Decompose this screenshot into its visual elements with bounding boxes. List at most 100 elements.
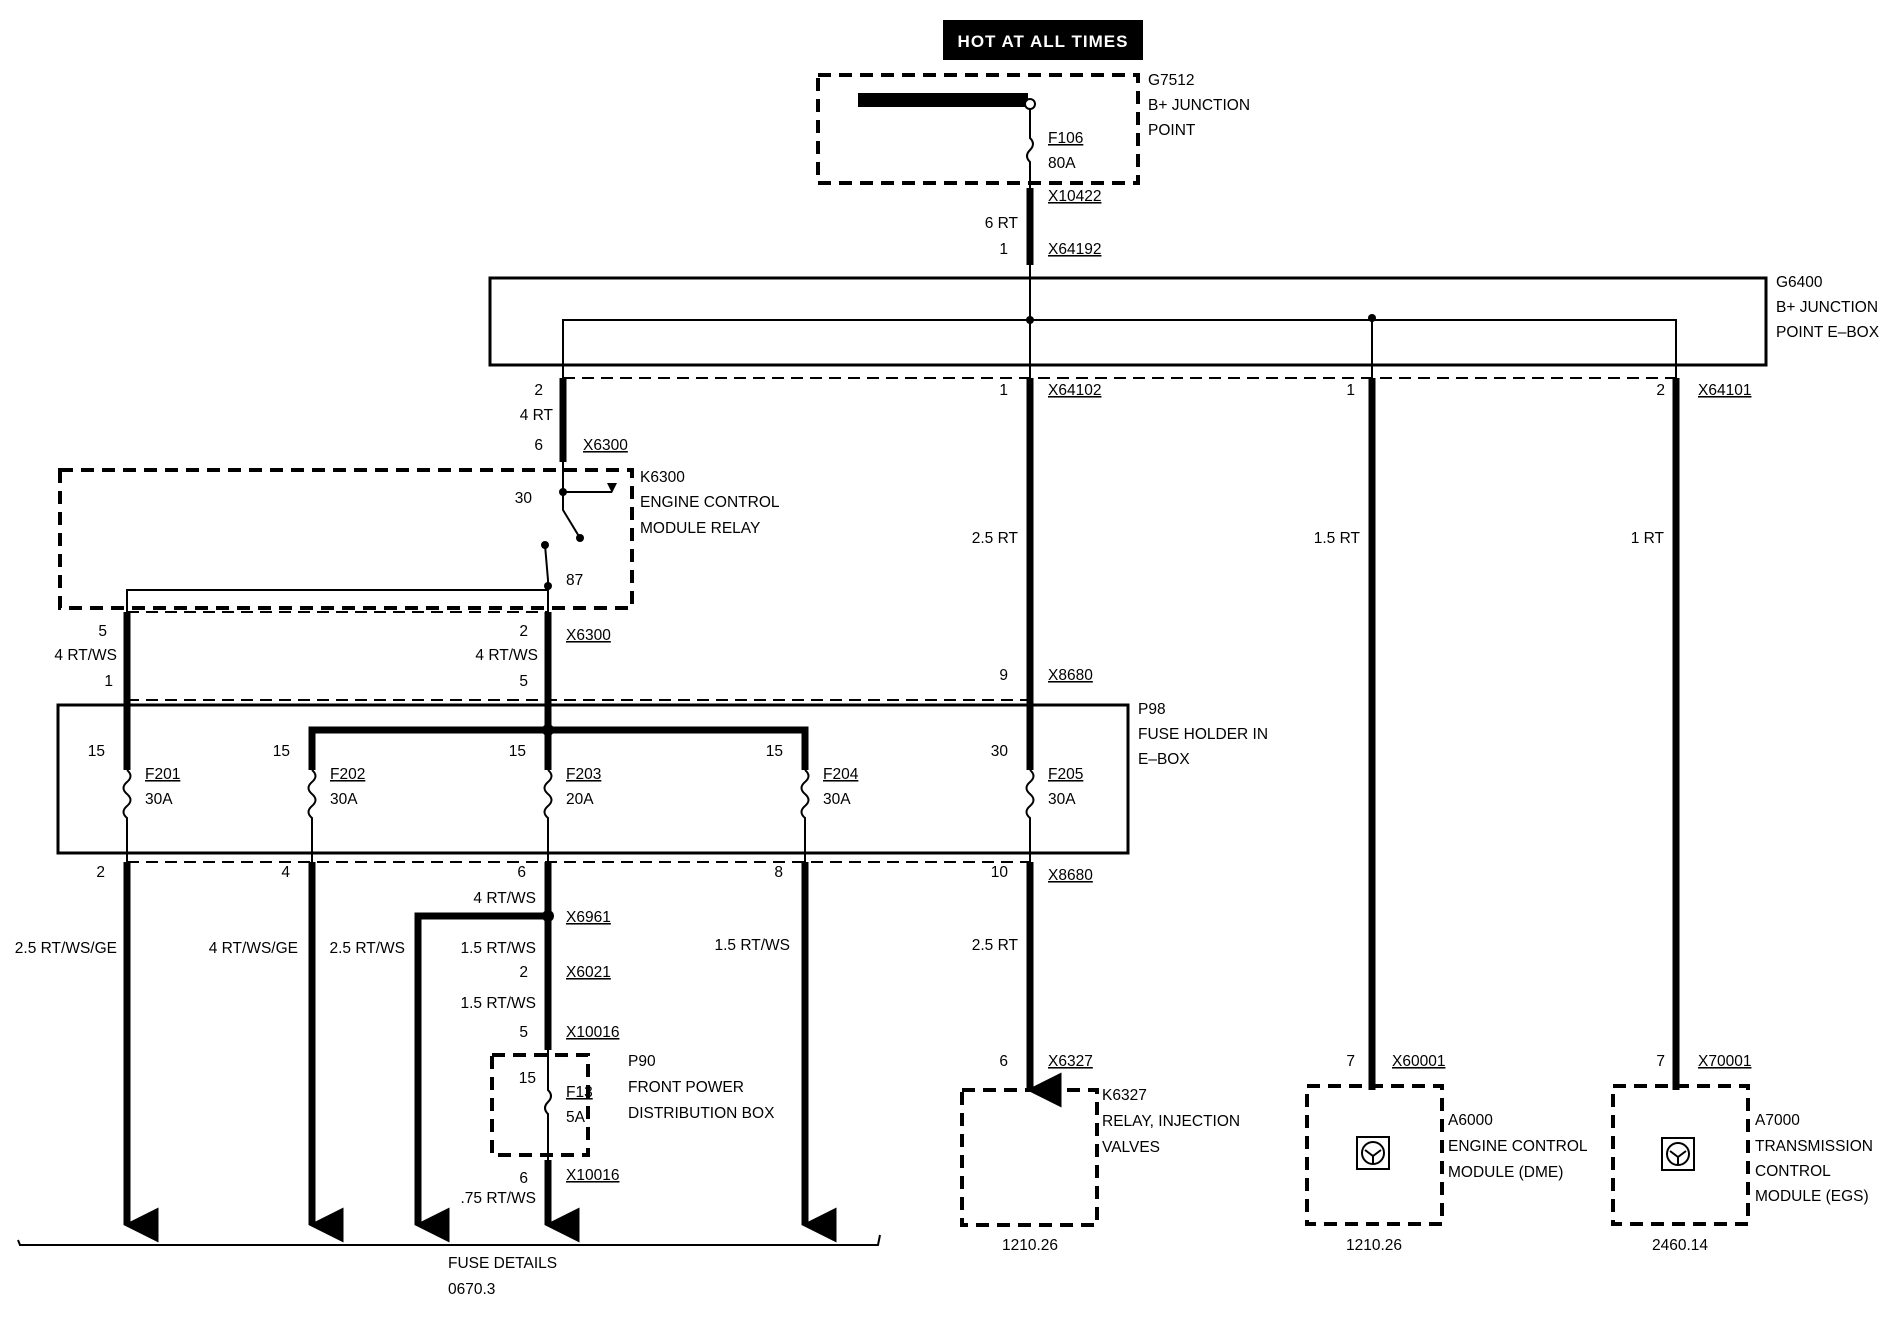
k6327-id: K6327 — [1102, 1087, 1147, 1104]
f204-fuse-symbol — [800, 769, 810, 862]
center-run-wire-label: 2.5 RT — [972, 530, 1019, 547]
f205-pin-out: 10 — [991, 864, 1009, 881]
k6300-pin-87: 87 — [566, 572, 583, 589]
g6400-internal-bus — [562, 319, 1677, 378]
f203-pin-out: 6 — [517, 864, 526, 881]
p90-pin-in: 15 — [519, 1070, 536, 1087]
f201-wire-out-label: 2.5 RT/WS/GE — [15, 940, 117, 957]
center-run-pin: 9 — [999, 667, 1008, 684]
p90-id: P90 — [628, 1053, 656, 1070]
k6300-switch-arm — [562, 492, 581, 539]
p90-distribution-box — [490, 1053, 590, 1157]
f106-fuse-symbol — [1026, 109, 1034, 188]
k6300-line2: MODULE RELAY — [640, 520, 760, 537]
a6000-ref: 1210.26 — [1346, 1237, 1402, 1254]
g6400-junction-box — [488, 276, 1768, 367]
x6327-label: X6327 — [1048, 1053, 1093, 1070]
f203-rating: 20A — [566, 791, 594, 808]
f203-label: F203 — [566, 766, 601, 783]
p90-line2: DISTRIBUTION BOX — [628, 1105, 775, 1122]
f13-rating: 5A — [566, 1109, 586, 1126]
k6300-pin-30: 30 — [515, 490, 533, 507]
k6300-contact-87 — [544, 582, 552, 590]
f201-pin-out: 2 — [96, 864, 105, 881]
a7000-line2: CONTROL — [1755, 1163, 1831, 1180]
g7512-junction-box — [816, 73, 1140, 185]
g7512-terminal — [1024, 98, 1036, 110]
x70001-label: X70001 — [1698, 1053, 1751, 1070]
f13-label: F13 — [566, 1084, 593, 1101]
g6400-wire-relay: 4 RT — [520, 407, 554, 424]
x6021-pin: 2 — [519, 964, 528, 981]
a7000-line3: MODULE (EGS) — [1755, 1188, 1869, 1205]
f202-wire-out-label: 4 RT/WS/GE — [209, 940, 298, 957]
k6300-relay-box — [58, 468, 634, 610]
p90-wire-out: .75 RT/WS — [460, 1190, 536, 1207]
f202-pin-out: 4 — [281, 864, 290, 881]
f205-fuse-symbol — [1025, 769, 1035, 862]
x6300-in-label: X6300 — [583, 437, 628, 454]
dme-feed-wire-label: 1.5 RT — [1314, 530, 1361, 547]
a6000-line2: MODULE (DME) — [1448, 1164, 1563, 1181]
f205-rating: 30A — [1048, 791, 1076, 808]
a6000-pin: 7 — [1346, 1053, 1355, 1070]
x60001-label: X60001 — [1392, 1053, 1445, 1070]
k6327-relay-box — [960, 1088, 1099, 1227]
f203-left-branch-wire — [414, 912, 548, 1243]
a7000-module-icon — [1661, 1137, 1695, 1171]
k6300-internal-87-link — [126, 589, 548, 612]
g6400-splice-dme — [1368, 314, 1376, 322]
x8680-bottom-label: X8680 — [1048, 867, 1093, 884]
g6400-pin-dme: 1 — [1346, 382, 1355, 399]
f205-label: F205 — [1048, 766, 1083, 783]
p90-line1: FRONT POWER — [628, 1079, 744, 1096]
x6961-label: X6961 — [566, 909, 611, 926]
a7000-id: A7000 — [1755, 1112, 1800, 1129]
f204-pin-in: 15 — [766, 743, 783, 760]
g7512-id: G7512 — [1148, 72, 1195, 89]
x10016-bottom-pin: 6 — [519, 1170, 528, 1187]
g7512-line1: B+ JUNCTION — [1148, 97, 1250, 114]
k6327-line2: VALVES — [1102, 1139, 1160, 1156]
main-feed-wire-label: 6 RT — [985, 215, 1019, 232]
g7512-line2: POINT — [1148, 122, 1196, 139]
k6327-line1: RELAY, INJECTION — [1102, 1113, 1240, 1130]
a6000-module-icon — [1356, 1136, 1390, 1170]
k6300-switch-pivot — [576, 534, 584, 542]
f106-label: F106 — [1048, 130, 1083, 147]
x10016-bottom-label: X10016 — [566, 1167, 619, 1184]
a6000-line1: ENGINE CONTROL — [1448, 1138, 1588, 1155]
f203-pin-in: 15 — [509, 743, 526, 760]
a6000-id: A6000 — [1448, 1112, 1493, 1129]
f202-pin-in: 15 — [273, 743, 290, 760]
p98-internal-bus — [308, 726, 809, 770]
g6400-pin-center: 1 — [999, 382, 1008, 399]
x64192-label: X64192 — [1048, 241, 1101, 258]
x10016-top-pin: 5 — [519, 1024, 528, 1041]
f202-label: F202 — [330, 766, 365, 783]
k6300-out-right-pin: 2 — [519, 623, 528, 640]
g6400-line1: B+ JUNCTION — [1776, 299, 1878, 316]
f201-rating: 30A — [145, 791, 173, 808]
egs-feed-wire-label: 1 RT — [1631, 530, 1665, 547]
g6400-line2: POINT E–BOX — [1776, 324, 1880, 341]
hot-at-all-times-banner — [943, 20, 1143, 60]
f203-wire-out-label: 4 RT/WS — [473, 890, 536, 907]
p98-id: P98 — [1138, 701, 1166, 718]
f201-pin-in: 15 — [88, 743, 105, 760]
k6300-out-right-pin2: 5 — [519, 673, 528, 690]
f201-fuse-symbol — [122, 769, 132, 862]
fuse-details-bracket — [17, 1234, 881, 1246]
a7000-pin: 7 — [1656, 1053, 1665, 1070]
g6400-id: G6400 — [1776, 274, 1823, 291]
f106-rating: 80A — [1048, 155, 1076, 172]
f202-rating: 30A — [330, 791, 358, 808]
f201-label: F201 — [145, 766, 180, 783]
k6300-out-left-wire: 4 RT/WS — [54, 647, 117, 664]
fuse-details-label: FUSE DETAILS — [448, 1255, 557, 1272]
k6300-out-right-wire: 4 RT/WS — [475, 647, 538, 664]
f203-left-wire-label: 2.5 RT/WS — [329, 940, 405, 957]
x6300-out-label: X6300 — [566, 627, 611, 644]
f205-wire-out-label: 2.5 RT — [972, 937, 1019, 954]
